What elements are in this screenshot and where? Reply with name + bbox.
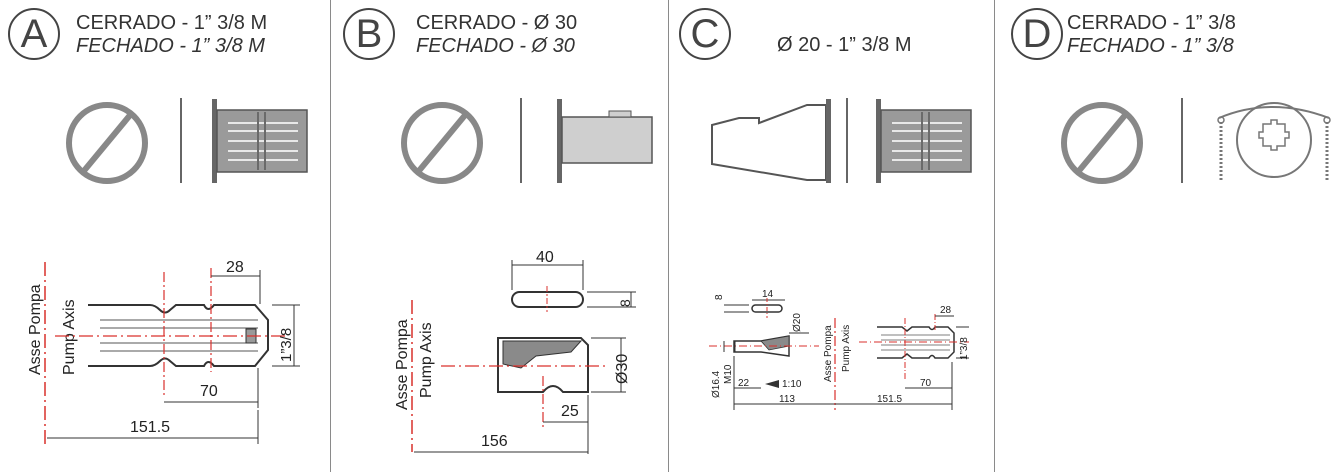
panel-a-drawing: Asse Pompa Pump Axis 28 1”3/8 70 151.5 <box>27 98 308 448</box>
dim-28: 28 <box>226 259 244 276</box>
panel-c-drawing: 14 8 Ø20 Ø16.4 M10 22 1:10 113 Asse Pomp… <box>709 98 972 410</box>
dim-30: Ø30 <box>614 354 631 384</box>
dim-40: 40 <box>536 249 554 266</box>
male-coupling-icon <box>876 99 972 183</box>
dim-8: 8 <box>714 294 725 300</box>
dim-151-5: 151.5 <box>130 419 170 436</box>
male-coupling-icon <box>212 99 308 183</box>
panel-subtitle: FECHADO - 1” 3/8 M <box>76 35 265 57</box>
panel-b: B CERRADO - Ø 30 FECHADO - Ø 30 Asse Pom… <box>331 0 668 472</box>
panel-d-drawing <box>1061 98 1331 184</box>
dim-20: Ø20 <box>792 313 803 332</box>
prohibited-icon <box>401 102 483 184</box>
asse-pompa-label: Asse Pompa <box>27 284 44 375</box>
plain-shaft-icon <box>557 99 653 183</box>
panel-divider <box>330 0 331 472</box>
dim-thread: 1”3/8 <box>959 337 970 360</box>
technical-drawing: Asse Pompa Pump Axis 28 1”3/8 70 151.5 <box>27 259 300 448</box>
panel-letter-badge: D <box>1011 8 1063 60</box>
pump-axis-label: Pump Axis <box>61 299 78 375</box>
dim-70: 70 <box>920 378 932 389</box>
panel-letter-badge: C <box>679 8 731 60</box>
dim-thread: 1”3/8 <box>278 328 295 362</box>
technical-drawing: 14 8 Ø20 Ø16.4 M10 22 1:10 113 Asse Pomp… <box>709 289 970 410</box>
dim-70: 70 <box>200 383 218 400</box>
panel-title: CERRADO - Ø 30 <box>416 12 578 34</box>
panel-divider <box>994 0 995 472</box>
panel-title: CERRADO - 1” 3/8 <box>1067 12 1236 34</box>
panel-title: CERRADO - 1” 3/8 M <box>76 12 268 34</box>
panel-title: Ø 20 - 1” 3/8 M <box>777 34 912 56</box>
dim-28: 28 <box>940 305 952 316</box>
technical-drawing: Asse Pompa Pump Axis 40 8 Ø30 25 156 <box>394 249 636 454</box>
panel-b-drawing: Asse Pompa Pump Axis 40 8 Ø30 25 156 <box>394 98 653 454</box>
dim-156: 156 <box>481 433 508 450</box>
panel-subtitle: FECHADO - 1” 3/8 <box>1067 35 1234 57</box>
dim-113: 113 <box>779 394 795 405</box>
panel-c: C Ø 20 - 1” 3/8 M 14 8 Ø20 <box>669 0 994 472</box>
prohibited-icon <box>1061 102 1143 184</box>
pump-axis-label: Pump Axis <box>418 322 435 398</box>
pump-axis-label: Pump Axis <box>841 325 852 372</box>
panel-d: D CERRADO - 1” 3/8 FECHADO - 1” 3/8 <box>995 0 1335 472</box>
dim-m10: M10 <box>723 364 734 384</box>
dim-22: 22 <box>738 378 750 389</box>
dim-25: 25 <box>561 403 579 420</box>
protection-cap-icon <box>1217 102 1331 180</box>
panel-a: A CERRADO - 1” 3/8 M FECHADO - 1” 3/8 M … <box>0 0 330 472</box>
prohibited-icon <box>66 102 148 184</box>
dim-8: 8 <box>617 299 633 307</box>
tapered-shaft-icon <box>711 99 831 183</box>
dim-151-5: 151.5 <box>877 394 902 405</box>
dim-14: 14 <box>762 289 774 300</box>
dim-16-4: Ø16.4 <box>711 370 722 398</box>
panel-subtitle: FECHADO - Ø 30 <box>416 35 575 57</box>
panel-divider <box>668 0 669 472</box>
asse-pompa-label: Asse Pompa <box>394 319 411 410</box>
asse-pompa-label: Asse Pompa <box>823 325 834 382</box>
panel-letter-badge: A <box>8 8 60 60</box>
taper-ratio: 1:10 <box>782 379 802 390</box>
panel-letter-badge: B <box>343 8 395 60</box>
